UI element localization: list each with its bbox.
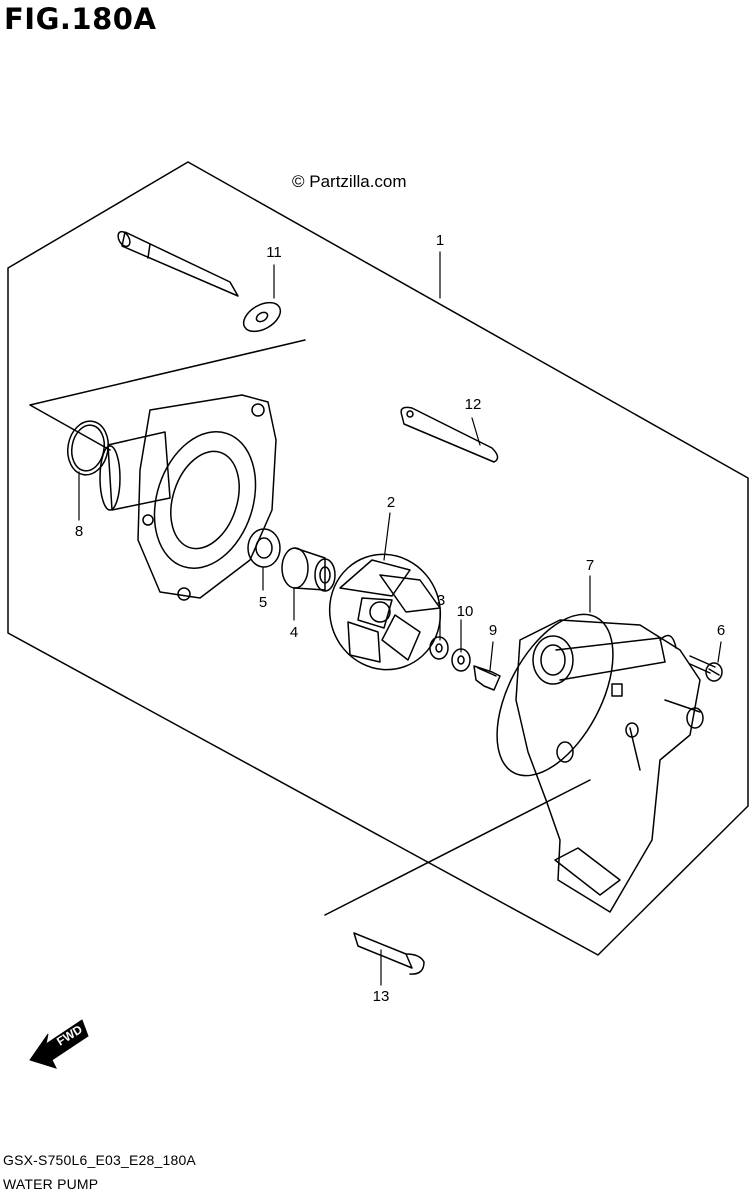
callout-9: 9 — [488, 622, 498, 639]
watermark: © Partzilla.com — [292, 172, 407, 191]
washer-3-part — [429, 636, 449, 660]
impeller-2-part — [328, 553, 442, 671]
figure-title: FIG.180A — [4, 2, 157, 36]
o-ring-7-part — [496, 613, 614, 777]
assembly-outline-inner — [29, 339, 591, 916]
callout-13: 13 — [372, 988, 390, 1005]
callout-8: 8 — [74, 523, 84, 540]
bolt-6-part — [689, 655, 723, 682]
assembly-outline — [7, 161, 749, 956]
model-code: GSX-S750L6_E03_E28_180A — [3, 1152, 196, 1168]
leader-lines — [78, 251, 722, 986]
pump-body-part — [515, 619, 704, 913]
bearing-5-part — [247, 528, 281, 568]
callout-4: 4 — [289, 624, 299, 641]
callout-6: 6 — [716, 622, 726, 639]
callout-10: 10 — [456, 603, 474, 620]
callout-12: 12 — [464, 396, 482, 413]
clamp-12-part — [400, 406, 499, 463]
callout-11: 11 — [266, 244, 282, 261]
diagram-subtitle: WATER PUMP — [3, 1176, 99, 1192]
callout-5: 5 — [258, 594, 268, 611]
callout-3: 3 — [436, 592, 446, 609]
bolt-13-part — [353, 932, 425, 975]
callout-2: 2 — [386, 494, 396, 511]
washer-11-part — [242, 301, 282, 333]
bolt-9-part — [473, 665, 501, 691]
pump-cover-part — [99, 394, 277, 601]
callout-1: 1 — [435, 232, 445, 249]
callout-7: 7 — [585, 557, 595, 574]
fwd-arrow-icon: FWD — [29, 1019, 89, 1069]
shaft-part — [117, 230, 239, 297]
seal-4-part — [281, 547, 336, 592]
